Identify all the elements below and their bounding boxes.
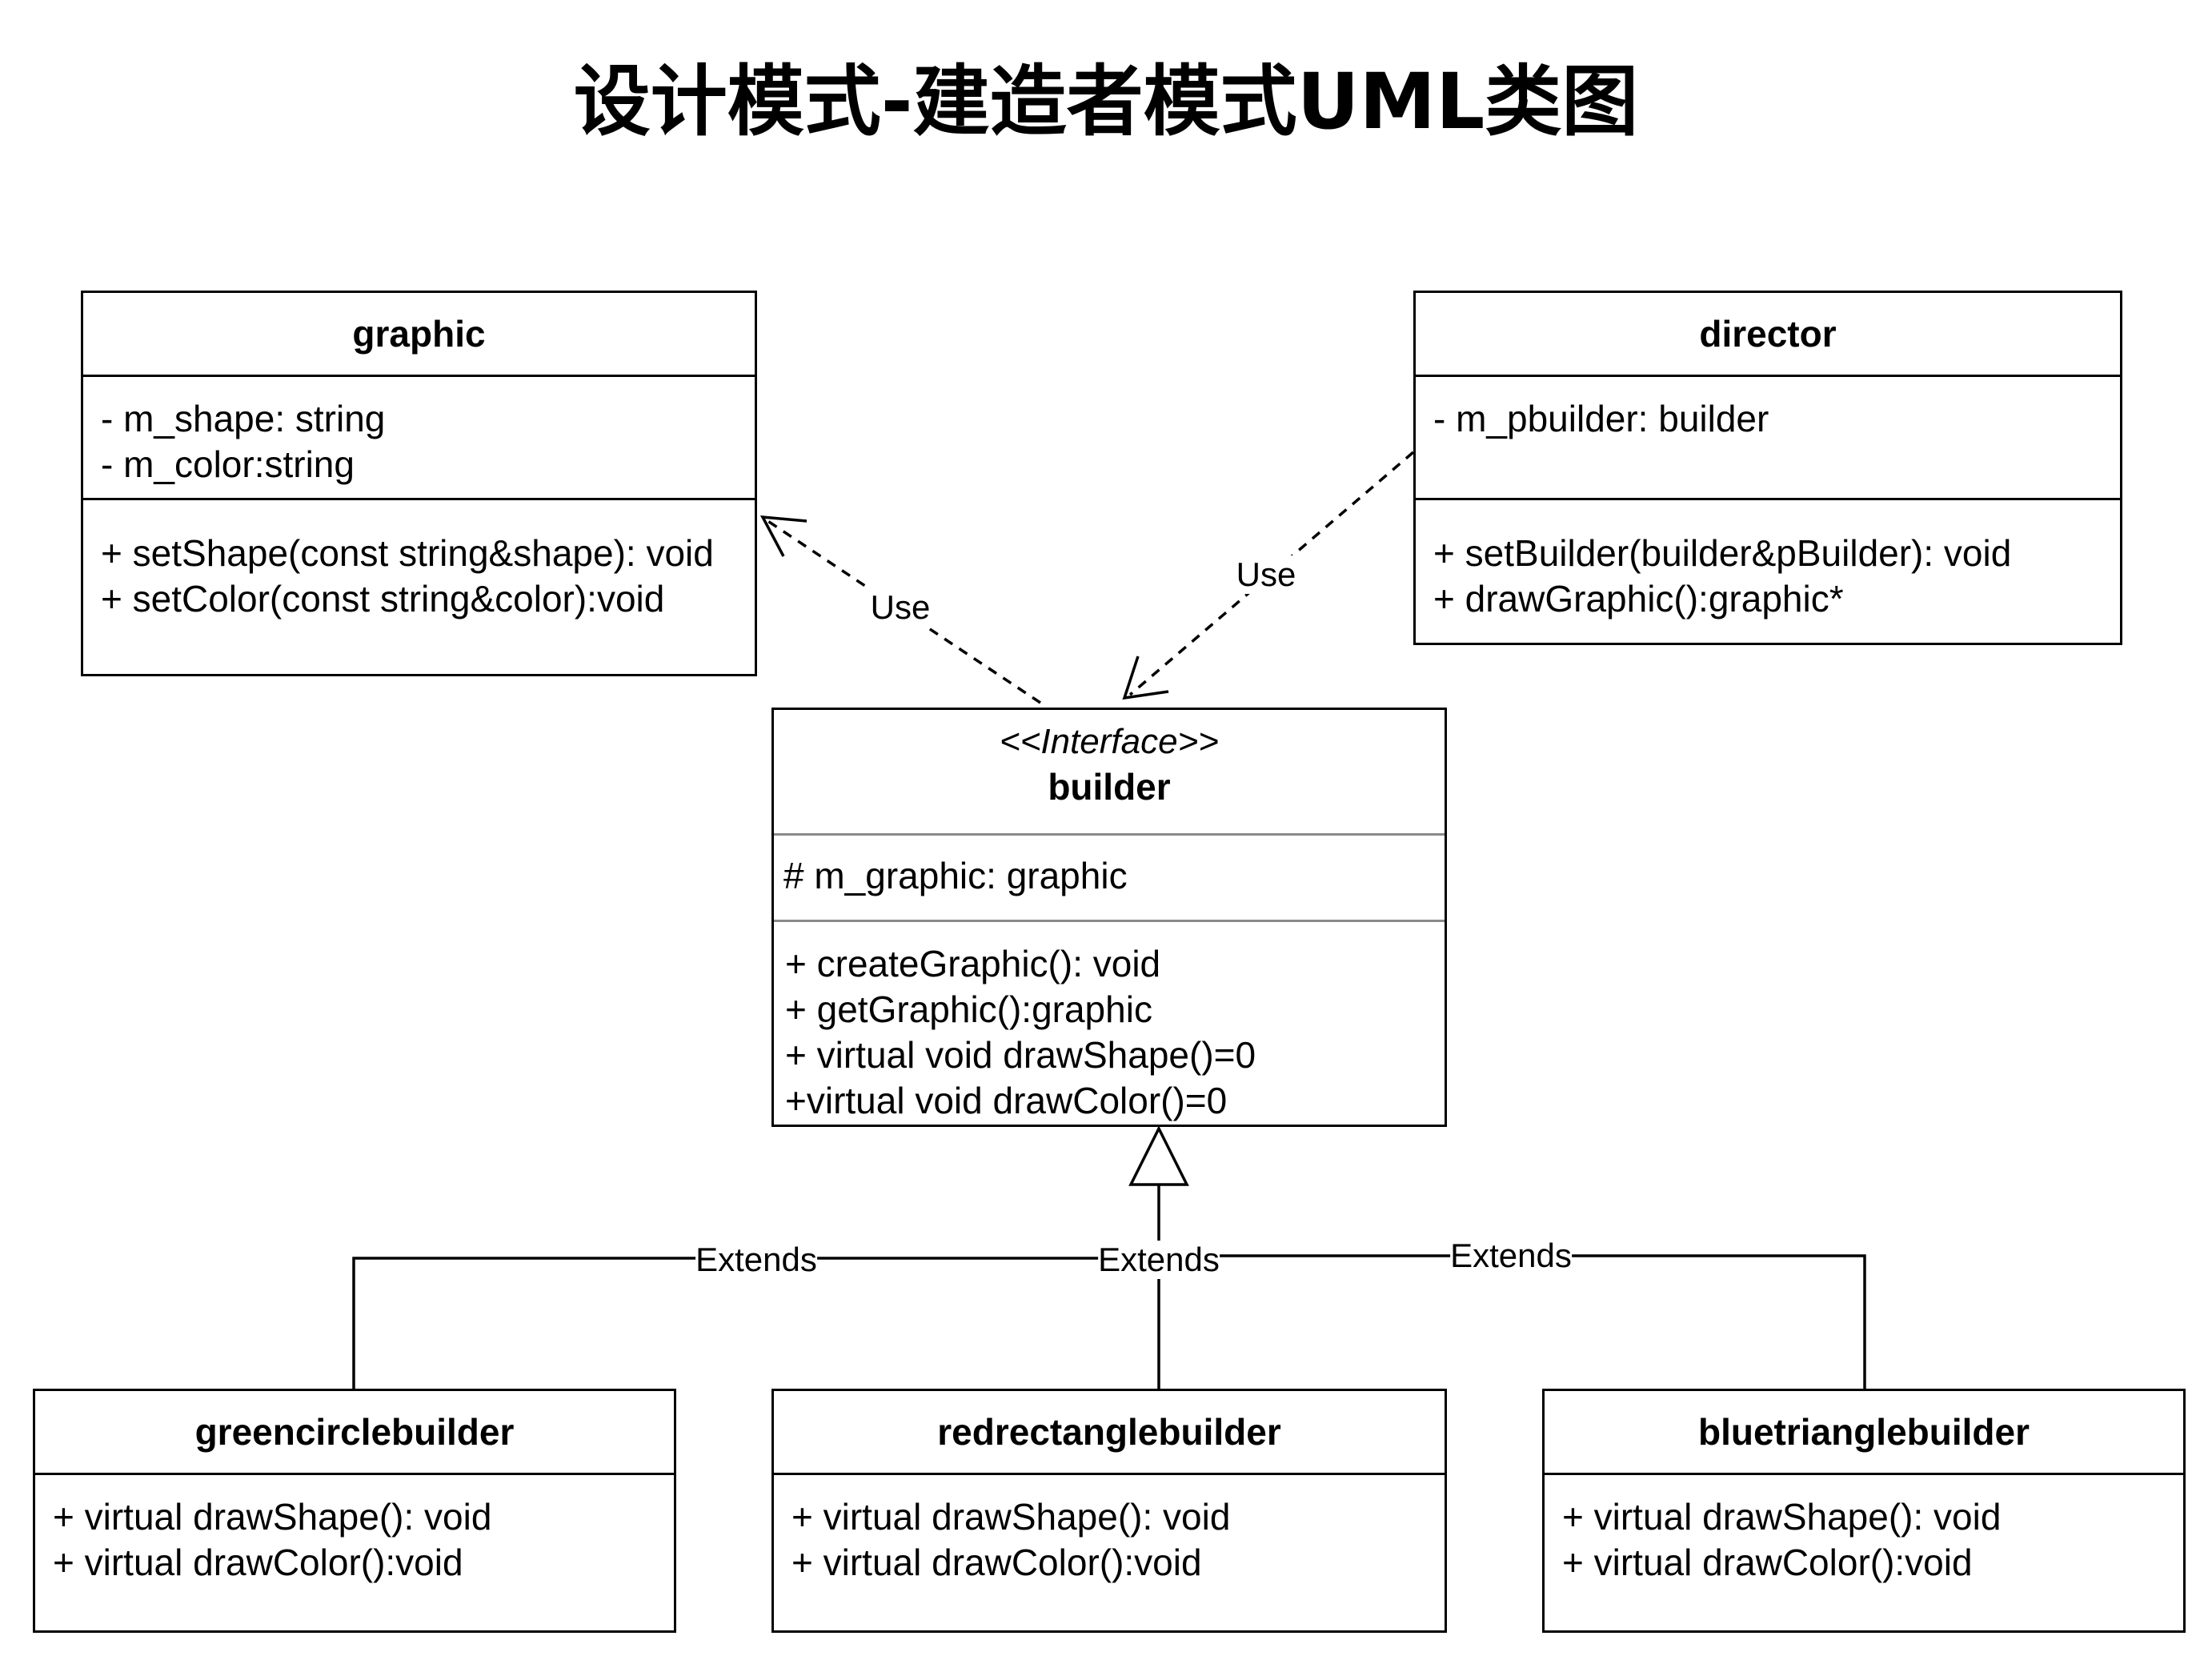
class-bluetrianglebuilder-header: bluetrianglebuilder	[1545, 1391, 2183, 1475]
method: + virtual drawShape(): void	[53, 1496, 492, 1538]
class-graphic-attributes: - m_shape: string - m_color:string	[83, 377, 755, 500]
method: + setShape(const string&shape): void	[101, 532, 714, 574]
extends-edge-green	[352, 1257, 1159, 1390]
interface-builder[interactable]: <<Interface>> builder # m_graphic: graph…	[771, 708, 1447, 1127]
class-bluetrianglebuilder-methods: + virtual drawShape(): void + virtual dr…	[1545, 1475, 2183, 1586]
class-director-name: director	[1699, 313, 1837, 355]
method: + virtual drawShape(): void	[791, 1496, 1231, 1538]
use-label-director: Use	[1236, 555, 1296, 594]
method: + virtual drawColor():void	[1562, 1542, 1973, 1583]
class-greencirclebuilder-header: greencirclebuilder	[35, 1391, 674, 1475]
class-graphic-name: graphic	[352, 313, 486, 355]
class-greencirclebuilder[interactable]: greencirclebuilder + virtual drawShape()…	[33, 1389, 676, 1633]
method: + virtual void drawShape()=0	[785, 1034, 1256, 1076]
extends-label-green: Extends	[695, 1241, 817, 1279]
class-graphic[interactable]: graphic - m_shape: string - m_color:stri…	[81, 291, 757, 676]
class-graphic-header: graphic	[83, 293, 755, 377]
interface-builder-name: builder	[1048, 766, 1171, 808]
method: + virtual drawColor():void	[791, 1542, 1202, 1583]
method: + virtual drawColor():void	[53, 1542, 463, 1583]
use-arrowhead-director	[1122, 656, 1169, 700]
extends-label-blue: Extends	[1450, 1237, 1572, 1275]
generalization-triangle	[1128, 1125, 1189, 1186]
method: + getGraphic():graphic	[785, 988, 1152, 1030]
diagram-title: 设计模式-建造者模式UML类图	[573, 57, 1639, 146]
method: + drawGraphic():graphic*	[1433, 578, 1844, 619]
interface-builder-methods: + createGraphic(): void + getGraphic():g…	[774, 922, 1445, 1124]
class-greencirclebuilder-name: greencirclebuilder	[194, 1411, 515, 1453]
interface-stereotype: <<Interface>>	[1000, 722, 1219, 761]
class-director-methods: + setBuilder(builder&pBuilder): void + d…	[1416, 500, 2120, 622]
class-director[interactable]: director - m_pbuilder: builder + setBuil…	[1413, 291, 2122, 645]
class-redrectanglebuilder[interactable]: redrectanglebuilder + virtual drawShape(…	[771, 1389, 1447, 1633]
class-redrectanglebuilder-name: redrectanglebuilder	[937, 1411, 1281, 1453]
class-director-header: director	[1416, 293, 2120, 377]
class-redrectanglebuilder-header: redrectanglebuilder	[774, 1391, 1445, 1475]
class-bluetrianglebuilder-name: bluetrianglebuilder	[1697, 1411, 2030, 1453]
use-edge-director	[1128, 451, 1415, 696]
class-bluetrianglebuilder[interactable]: bluetrianglebuilder + virtual drawShape(…	[1542, 1389, 2186, 1633]
attribute: - m_shape: string	[101, 398, 386, 439]
method: + setBuilder(builder&pBuilder): void	[1433, 532, 2012, 574]
interface-builder-attributes: # m_graphic: graphic	[774, 836, 1445, 922]
method: + setColor(const string&color):void	[101, 578, 665, 619]
use-label-graphic: Use	[870, 588, 931, 627]
method: + virtual drawShape(): void	[1562, 1496, 2002, 1538]
class-greencirclebuilder-methods: + virtual drawShape(): void + virtual dr…	[35, 1475, 674, 1586]
attribute: # m_graphic: graphic	[783, 855, 1128, 896]
interface-builder-header: <<Interface>> builder	[774, 710, 1445, 836]
class-redrectanglebuilder-methods: + virtual drawShape(): void + virtual dr…	[774, 1475, 1445, 1586]
method: +virtual void drawColor()=0	[785, 1080, 1228, 1121]
attribute: - m_pbuilder: builder	[1433, 398, 1769, 439]
extends-label-red: Extends	[1098, 1241, 1220, 1279]
extends-edge-blue	[1159, 1254, 1866, 1390]
attribute: - m_color:string	[101, 443, 355, 485]
class-graphic-methods: + setShape(const string&shape): void + s…	[83, 500, 755, 622]
class-director-attributes: - m_pbuilder: builder	[1416, 377, 2120, 500]
method: + createGraphic(): void	[785, 943, 1161, 984]
use-arrowhead-graphic	[759, 515, 807, 557]
